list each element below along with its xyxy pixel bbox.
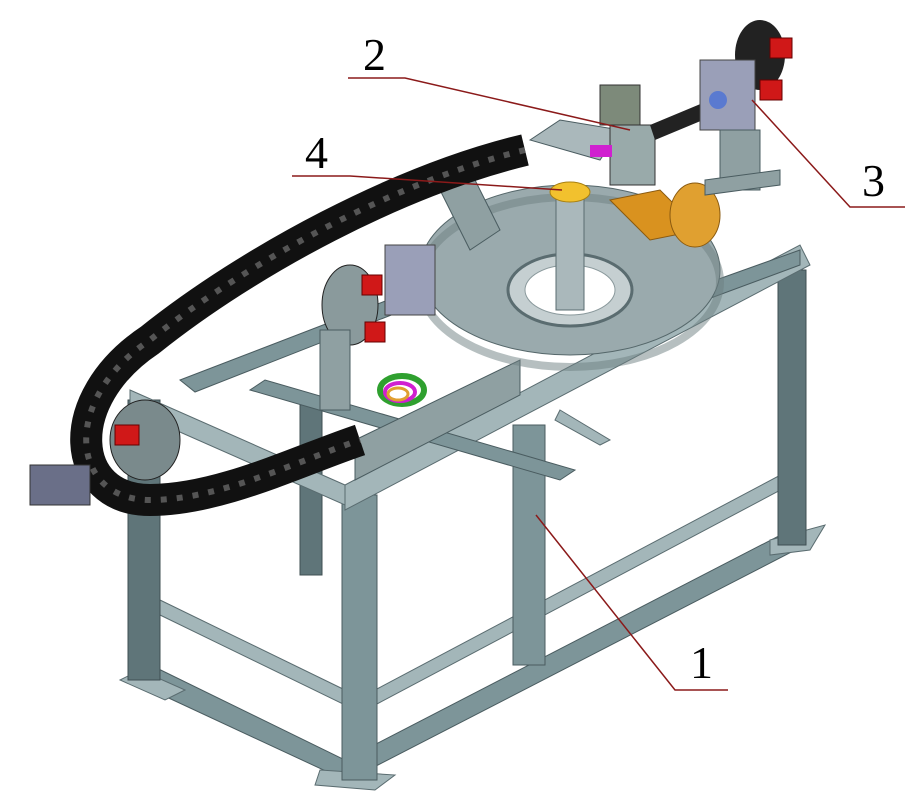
drawing-part (114, 424, 140, 446)
callout-2: 2 (363, 29, 386, 80)
drawing-part (386, 386, 410, 402)
chain-links (83, 147, 526, 504)
leader-2 (348, 77, 631, 131)
drawing-part (650, 100, 715, 140)
orange-clamp (608, 182, 721, 248)
leader-3 (751, 99, 905, 208)
drawing-part (384, 244, 436, 316)
drawing-part (377, 373, 427, 407)
middle-motor-unit (319, 244, 436, 411)
callout-4: 4 (305, 127, 328, 178)
leader-1 (535, 514, 728, 691)
guard-plate (354, 359, 521, 481)
actuator-unit (590, 84, 715, 186)
coil-part (377, 373, 427, 407)
leg-front-right (777, 269, 807, 546)
drawing-part (769, 37, 793, 59)
drawing-part (29, 464, 91, 506)
drawing-part (364, 321, 386, 343)
drawing-part (709, 91, 727, 109)
bracket (554, 409, 612, 446)
bottom-rail-left (129, 654, 346, 781)
drawing-part (759, 79, 783, 101)
callout-1: 1 (690, 637, 713, 688)
drawing-part (319, 329, 351, 411)
drawing-part (699, 59, 756, 131)
drawing-part (361, 274, 383, 296)
callout-3: 3 (862, 155, 885, 206)
leader-lines (292, 77, 905, 691)
right-motor-unit (699, 20, 793, 196)
leader-4 (292, 175, 563, 191)
drawing-part (599, 84, 641, 126)
drawing-part (590, 145, 612, 157)
drawing-part (704, 169, 781, 196)
drawing-part (609, 124, 656, 186)
leg-front-left (341, 494, 378, 781)
drawing-part (669, 182, 721, 248)
lower-rail-front (374, 469, 791, 706)
left-motor-unit (29, 399, 181, 506)
center-column (555, 194, 585, 311)
drawing-part (109, 399, 181, 481)
yellow-cap (549, 181, 591, 203)
